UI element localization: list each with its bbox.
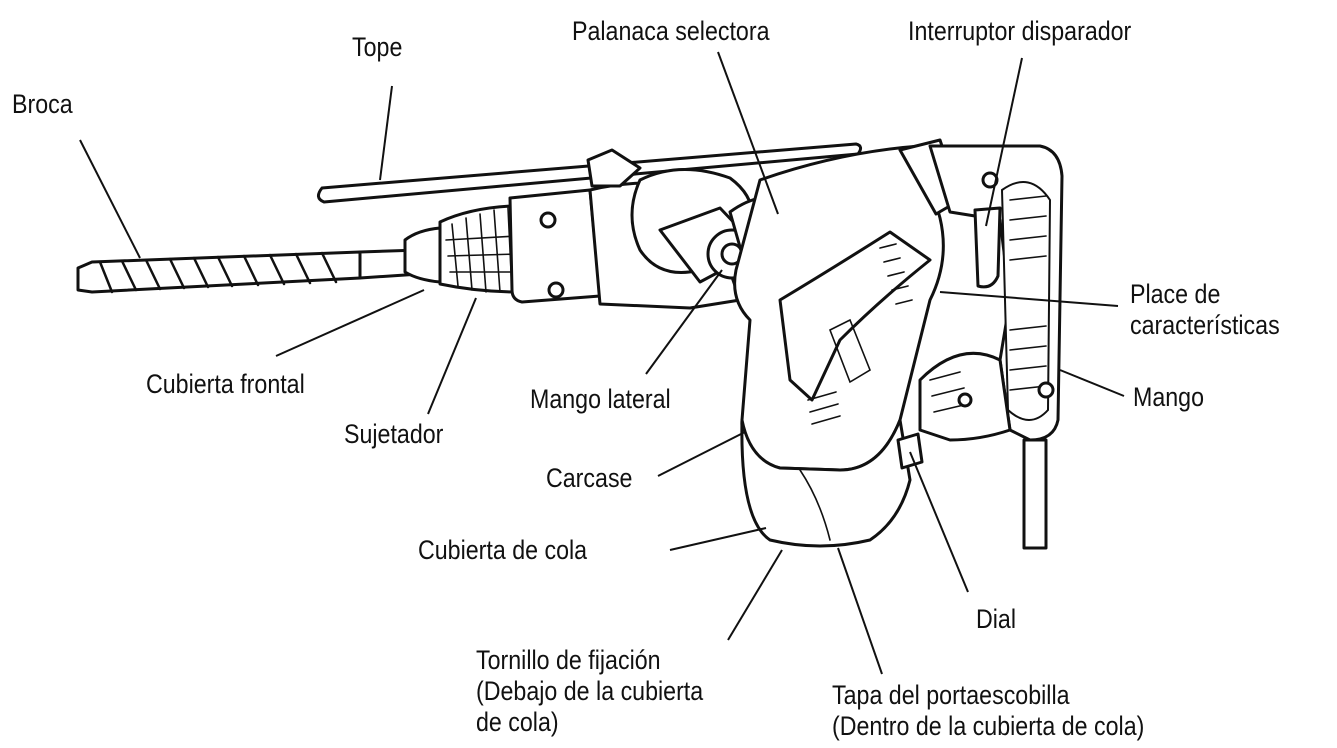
label-placa-caracteristicas: Place de características	[1130, 279, 1280, 341]
trigger-switch	[973, 206, 1002, 289]
power-cord	[918, 351, 1048, 550]
label-tornillo-fijacion: Tornillo de fijación (Debajo de la cubie…	[476, 645, 703, 738]
chuck-assembly	[403, 204, 522, 294]
label-tornillo-line-3: de cola)	[476, 707, 559, 737]
label-tornillo-line-2: (Debajo de la cubierta	[476, 676, 704, 706]
leader-lines	[79, 51, 1125, 675]
label-tapa-line-2: (Dentro de la cubierta de cola)	[832, 711, 1145, 741]
label-placa-line-1: Place de	[1130, 279, 1221, 309]
label-broca: Broca	[12, 89, 73, 119]
drill-bit	[76, 248, 422, 294]
label-palanca-selectora: Palanaca selectora	[572, 16, 770, 46]
label-dial: Dial	[976, 604, 1017, 634]
label-cubierta-cola: Cubierta de cola	[418, 535, 588, 565]
label-mango: Mango	[1133, 382, 1205, 412]
label-sujetador: Sujetador	[344, 419, 444, 449]
label-tapa-portaescobilla: Tapa del portaescobilla (Dentro de la cu…	[832, 680, 1144, 742]
label-tope: Tope	[352, 32, 403, 62]
label-mango-lateral: Mango lateral	[530, 384, 671, 414]
rear-handle	[928, 144, 1064, 442]
label-placa-line-2: características	[1130, 310, 1280, 340]
label-cubierta-frontal: Cubierta frontal	[146, 369, 305, 399]
label-tornillo-line-1: Tornillo de fijación	[476, 645, 661, 675]
label-tapa-line-1: Tapa del portaescobilla	[832, 680, 1070, 710]
tail-cover	[740, 418, 912, 548]
label-carcasa: Carcase	[546, 463, 633, 493]
dial	[896, 432, 924, 470]
label-interruptor-disparador: Interruptor disparador	[908, 16, 1132, 46]
